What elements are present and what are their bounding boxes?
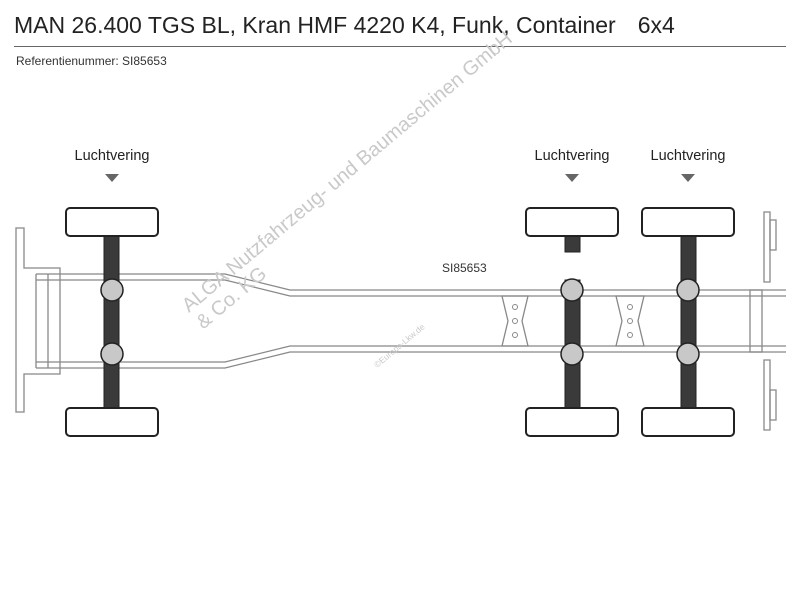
- vehicle-title: MAN 26.400 TGS BL, Kran HMF 4220 K4, Fun…: [14, 12, 616, 38]
- title-divider: [14, 46, 786, 47]
- cross-brace: [501, 295, 529, 347]
- axle-1: [65, 207, 159, 437]
- axle-3: [641, 207, 735, 437]
- suspension-label-axle-1: Luchtvering: [74, 148, 150, 164]
- hub: [560, 278, 584, 302]
- hub: [100, 278, 124, 302]
- rear-bumper: [763, 211, 771, 283]
- page-title: MAN 26.400 TGS BL, Kran HMF 4220 K4, Fun…: [14, 12, 675, 39]
- frame-rail-upper: [36, 273, 762, 291]
- hub: [676, 278, 700, 302]
- frame-rail-lower: [36, 351, 762, 369]
- down-arrow-icon: [105, 174, 119, 182]
- cross-brace: [615, 295, 645, 347]
- down-arrow-icon: [681, 174, 695, 182]
- axle-2: [525, 207, 619, 437]
- hub: [560, 342, 584, 366]
- wheel: [641, 407, 735, 437]
- wheel: [641, 207, 735, 237]
- reference-number: Referentienummer: SI85653: [16, 54, 167, 68]
- down-arrow-icon: [565, 174, 579, 182]
- axle-config: 6x4: [637, 12, 675, 38]
- wheel: [65, 407, 159, 437]
- wheel: [65, 207, 159, 237]
- front-bumper: [15, 227, 61, 413]
- wheel: [525, 407, 619, 437]
- rear-crossmember: [749, 289, 763, 353]
- suspension-label-axle-2: Luchtvering: [534, 148, 610, 164]
- wheel: [525, 207, 619, 237]
- suspension-label-axle-3: Luchtvering: [650, 148, 726, 164]
- hub: [676, 342, 700, 366]
- chassis-reference: SI85653: [442, 261, 487, 275]
- hub: [100, 342, 124, 366]
